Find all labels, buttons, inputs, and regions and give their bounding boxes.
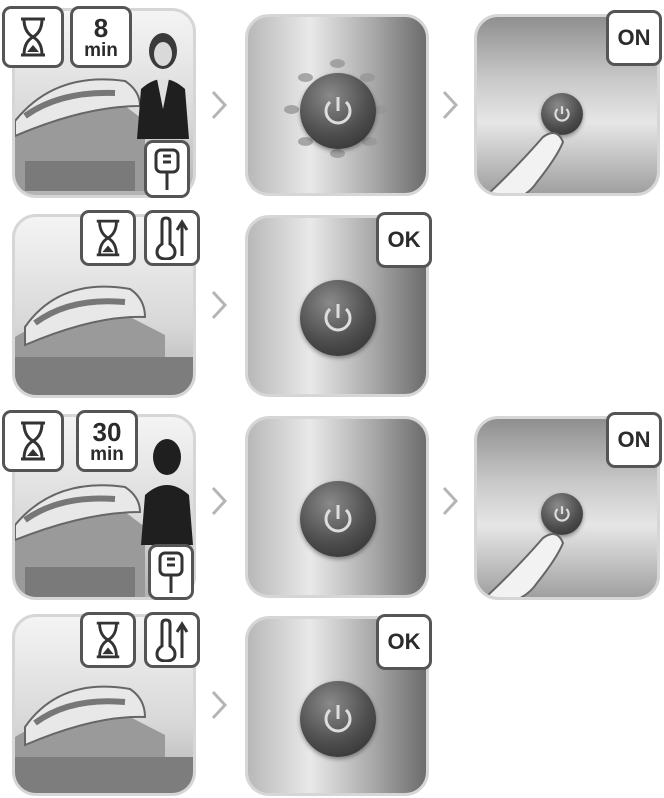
hourglass-badge [80,210,136,266]
plug-badge [148,544,194,600]
chevron-right-icon [442,90,458,120]
ok-badge: OK [376,614,432,670]
hourglass-icon [17,420,49,462]
wait-time-unit: min [90,445,124,464]
thermometer-icon [152,618,192,662]
power-button-panel-1 [245,14,429,196]
woman-on-phone-illustration [137,435,196,545]
chevron-right-icon [211,290,227,320]
hourglass-icon [93,620,123,660]
on-badge: ON [606,412,662,468]
glow-ray [284,105,299,114]
glow-ray [298,73,313,82]
power-plug-icon [156,549,186,595]
wait-time-unit: min [84,41,118,60]
hourglass-icon [93,218,123,258]
glow-ray [330,59,345,68]
ok-label: OK [388,629,421,655]
on-label: ON [618,25,651,51]
thermometer-badge [144,210,200,266]
wait-time-value: 30 [93,419,122,445]
power-button-icon [318,298,358,338]
woman-on-phone-illustration [133,29,193,139]
thermometer-icon [152,216,192,260]
finger-pressing-illustration [477,513,587,600]
power-button-icon [318,499,358,539]
chevron-right-icon [442,486,458,516]
power-button-panel-3 [245,416,429,598]
wait-time-badge: 30 min [76,410,138,472]
thermometer-badge [144,612,200,668]
wait-time-value: 8 [94,15,108,41]
finger-pressing-illustration [477,112,587,196]
hourglass-badge [2,410,64,472]
hourglass-badge [80,612,136,668]
chevron-right-icon [211,90,227,120]
power-plug-icon [152,146,182,192]
wait-time-badge: 8 min [70,6,132,68]
plug-badge [144,140,190,198]
power-button-icon [318,91,358,131]
glow-ray [330,149,345,158]
glow-ray [360,73,375,82]
ok-label: OK [388,227,421,253]
hourglass-icon [17,16,49,58]
on-label: ON [618,427,651,453]
glow-ray [374,105,389,114]
on-badge: ON [606,10,662,66]
ok-badge: OK [376,212,432,268]
hourglass-badge [2,6,64,68]
chevron-right-icon [211,486,227,516]
chevron-right-icon [211,690,227,720]
power-button-icon [318,699,358,739]
